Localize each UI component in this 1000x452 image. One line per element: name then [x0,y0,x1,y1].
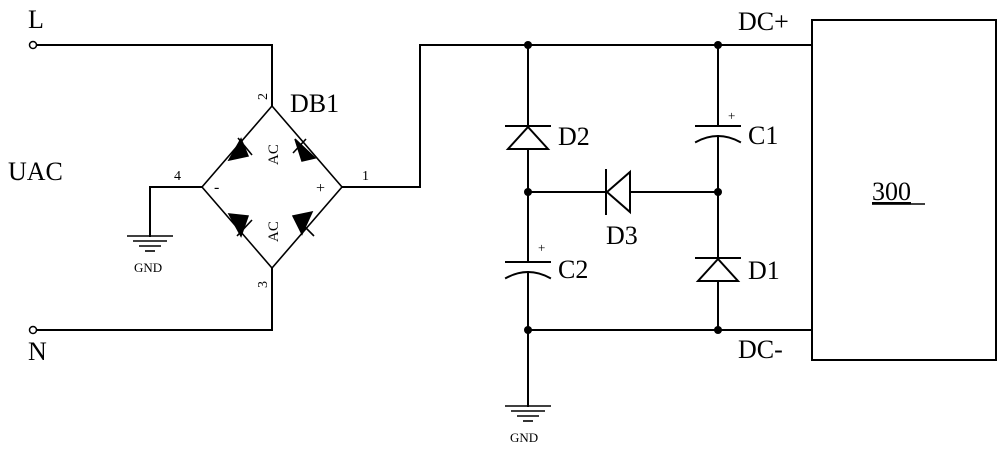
label-block-300: 300 [872,177,911,206]
branch-left: D2 + C2 [504,44,590,407]
wire-pin1-to-rail [341,44,813,188]
label-dc-plus: DC+ [738,7,789,36]
bridge-diode-top-right [292,138,317,162]
label-D3: D3 [606,221,638,250]
ground-bottom: GND [505,405,551,445]
label-L: L [28,5,44,34]
wire-N [34,267,273,331]
label-ac-bottom: AC [266,221,282,242]
label-dc-minus: DC- [738,335,783,364]
label-bridge-plus: + [316,180,325,197]
ground-left: GND [127,186,203,275]
label-pin-3: 3 [256,281,271,288]
diode-d2 [505,125,551,150]
label-DB1: DB1 [290,89,339,118]
wire-pin4-gnd [149,186,203,237]
label-gnd-bottom: GND [510,430,538,445]
label-C1: C1 [748,121,778,150]
label-pin-2: 2 [256,93,271,100]
c1-polarity: + [728,108,735,123]
label-gnd-left: GND [134,260,162,275]
junction-dots [524,41,722,334]
ac-input: L N UAC [8,5,273,366]
terminal-L [28,40,38,50]
bridge-outline [200,104,344,270]
load-block-300: 300 [811,19,997,361]
label-bridge-minus: - [214,179,219,196]
bridge-diode-bottom-right [291,210,315,237]
label-ac-top: AC [266,144,282,165]
label-D1: D1 [748,256,780,285]
label-C2: C2 [558,255,588,284]
label-UAC: UAC [8,157,63,186]
bridge-diode-bottom-left [227,213,253,238]
label-N: N [28,337,47,366]
label-pin-1: 1 [362,169,369,184]
label-pin-4: 4 [174,169,181,184]
bridge-rectifier-db1: DB1 AC AC - + 2 3 4 1 [174,89,369,288]
bridge-diode-top-left [227,137,253,162]
terminal-N [28,325,38,335]
diode-d3: D3 [527,169,719,250]
label-D2: D2 [558,122,590,151]
diode-d1 [695,257,741,282]
c2-polarity: + [538,240,545,255]
wire-L [34,44,273,107]
branch-right: + C1 D1 [694,44,780,331]
